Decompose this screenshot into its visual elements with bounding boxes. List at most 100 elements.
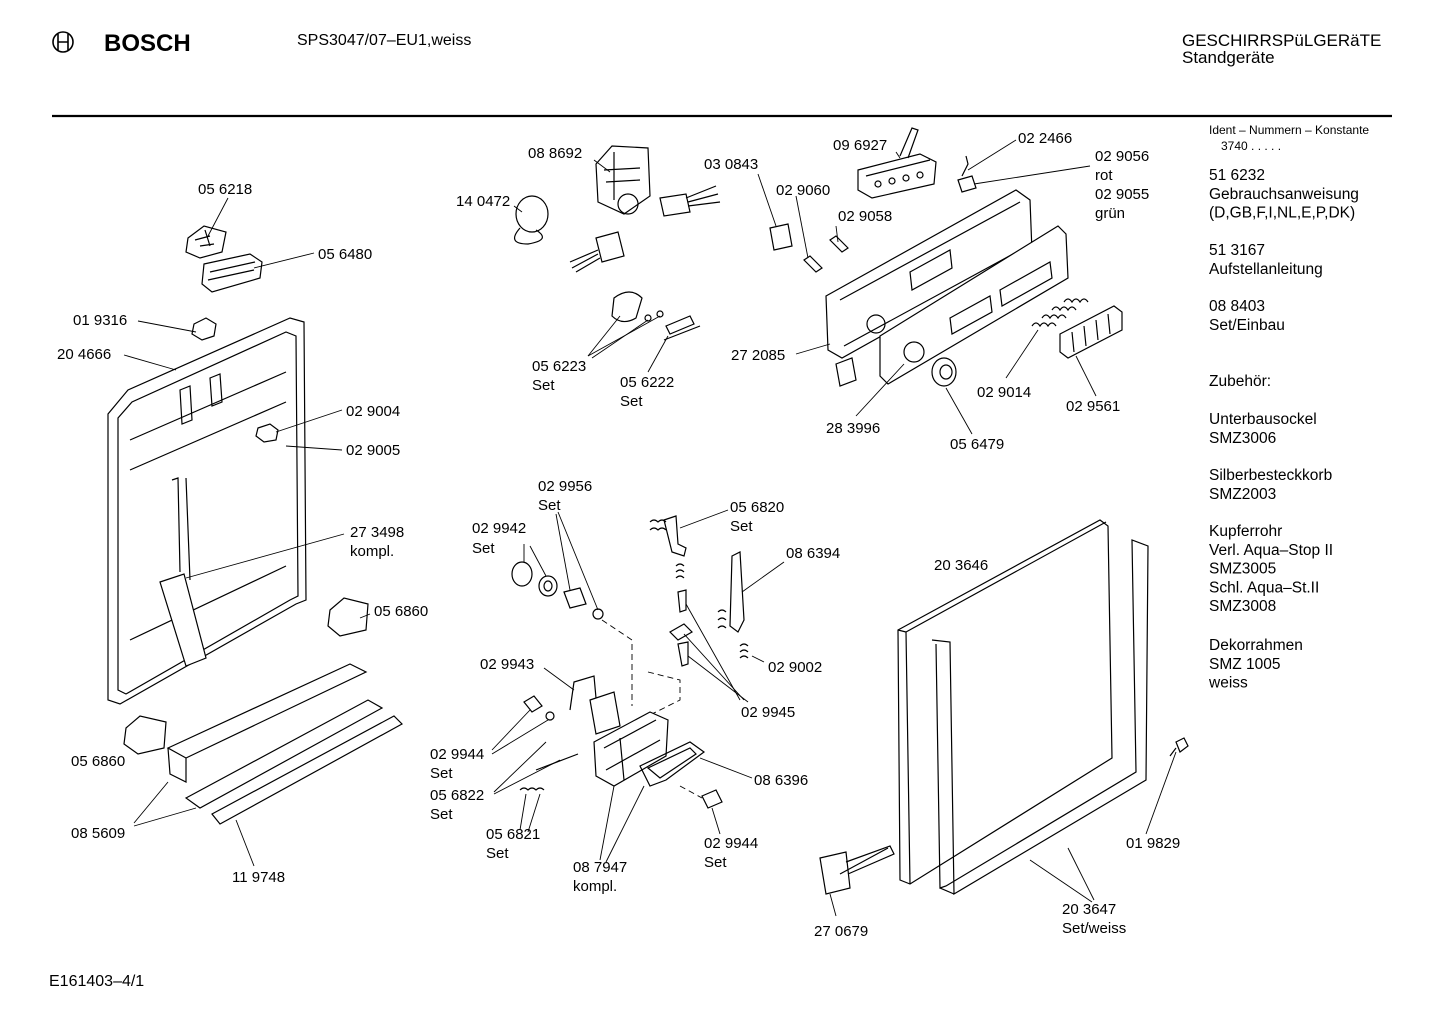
label-029944-left-set: Set [430, 765, 453, 782]
part-273498-shape [159, 573, 207, 667]
label-029956-set: Set [538, 497, 561, 514]
sidebar-line: Kupferrohr [1209, 523, 1282, 540]
sidebar-line: Schl. Aqua–St.II [1209, 579, 1319, 596]
label-096927: 09 6927 [833, 137, 887, 154]
label-056822-set: Set [430, 806, 453, 823]
part-029004-shape [255, 423, 279, 443]
part-029060-shape [803, 255, 823, 273]
label-056223-set: Set [532, 377, 555, 394]
sidebar: Ident – Nummern – Konstante 3740 . . . .… [1208, 123, 1369, 692]
category-title: GESCHIRRSPüLGERäTE [1182, 31, 1381, 50]
ident-value: 3740 . . . . . [1221, 139, 1281, 153]
part-029058-shape [829, 235, 849, 253]
label-204666: 20 4666 [57, 346, 111, 363]
part-056860a-shape [327, 597, 369, 637]
label-056218: 05 6218 [198, 181, 252, 198]
label-087947-kompl: kompl. [573, 878, 617, 895]
part-056820-shape [663, 515, 687, 557]
brand-name: BOSCH [104, 30, 191, 57]
part-088692-shape [595, 145, 651, 215]
sidebar-line: SMZ3005 [1209, 561, 1276, 578]
label-029944-right: 02 9944 [704, 835, 758, 852]
door-inner-group [107, 225, 403, 825]
label-283996: 28 3996 [826, 420, 880, 437]
label-203647: 20 3647 [1062, 901, 1116, 918]
part-029561-shape [1059, 305, 1123, 359]
sidebar-line: SMZ2003 [1209, 486, 1276, 503]
part-085609-shape [166, 663, 368, 759]
label-029055: 02 9055 [1095, 186, 1149, 203]
label-203646: 20 3646 [934, 557, 988, 574]
label-086396: 08 6396 [754, 772, 808, 789]
label-119748: 11 9748 [232, 869, 285, 886]
label-029945: 02 9945 [741, 704, 795, 721]
sidebar-line: SMZ3008 [1209, 598, 1276, 615]
label-056479: 05 6479 [950, 436, 1004, 453]
leader-lines [123, 139, 1177, 917]
sidebar-line: Set/Einbau [1209, 317, 1285, 334]
sidebar-line: SMZ 1005 [1209, 656, 1281, 673]
label-056223: 05 6223 [532, 358, 586, 375]
part-056218-shape [185, 225, 227, 259]
drawing-code: E161403–4/1 [49, 973, 144, 990]
part-019316-shape [191, 317, 217, 341]
label-029942-set: Set [472, 540, 495, 557]
part-029944a-shape [523, 695, 543, 713]
label-088692: 08 8692 [528, 145, 582, 162]
model-number: SPS3047/07–EU1,weiss [297, 32, 471, 49]
label-056480: 05 6480 [318, 246, 372, 263]
category-subtitle: Standgeräte [1182, 48, 1275, 67]
part-087947-shape [593, 711, 669, 787]
door-lock-group [511, 515, 749, 809]
part-022466-shape [961, 155, 969, 177]
label-273498-kompl: kompl. [350, 543, 394, 560]
part-029942-shape [511, 561, 533, 587]
label-019829: 01 9829 [1126, 835, 1180, 852]
label-056822: 05 6822 [430, 787, 484, 804]
label-029056: 02 9056 [1095, 148, 1149, 165]
label-029002: 02 9002 [768, 659, 822, 676]
label-029004: 02 9004 [346, 403, 400, 420]
part-029943-shape [569, 675, 597, 711]
label-022466: 02 2466 [1018, 130, 1072, 147]
label-087947: 08 7947 [573, 859, 627, 876]
label-203647-set: Set/weiss [1062, 920, 1126, 937]
label-029060: 02 9060 [776, 182, 830, 199]
sidebar-line: Verl. Aqua–Stop II [1209, 542, 1333, 559]
label-140472: 14 0472 [456, 193, 510, 210]
part-056821-shape [519, 787, 545, 791]
label-056821-set: Set [486, 845, 509, 862]
part-030843-shape [769, 223, 793, 251]
sidebar-line: Unterbausockel [1209, 411, 1317, 428]
part-056222-shape [665, 315, 695, 335]
part-140472-shape [515, 195, 549, 233]
part-270679-shape [819, 851, 851, 895]
label-056222-set: Set [620, 393, 643, 410]
label-056821: 05 6821 [486, 826, 540, 843]
sidebar-line: 51 6232 [1209, 167, 1265, 184]
label-030843: 03 0843 [704, 156, 758, 173]
sidebar-line: Zubehör: [1209, 373, 1271, 390]
label-029943: 02 9943 [480, 656, 534, 673]
sidebar-line: 51 3167 [1209, 242, 1265, 259]
label-056860-right: 05 6860 [374, 603, 428, 620]
part-056860b-shape [123, 715, 167, 755]
part-086394-shape [729, 551, 745, 633]
label-056820-set: Set [730, 518, 753, 535]
sidebar-line: weiss [1208, 675, 1248, 692]
part-019829-shape [1175, 737, 1189, 753]
part-096927-shape [857, 153, 937, 199]
part-119748-shape [211, 715, 403, 825]
part-029014-shape [1031, 298, 1089, 328]
label-272085: 27 2085 [731, 347, 785, 364]
label-029944-right-set: Set [704, 854, 727, 871]
timer-group [513, 145, 849, 341]
label-273498: 27 3498 [350, 524, 404, 541]
label-019316: 01 9316 [73, 312, 127, 329]
control-panel-group [825, 127, 1123, 387]
part-029944b-shape [701, 789, 723, 809]
label-029956: 02 9956 [538, 478, 592, 495]
label-029942: 02 9942 [472, 520, 526, 537]
label-056860-left: 05 6860 [71, 753, 125, 770]
